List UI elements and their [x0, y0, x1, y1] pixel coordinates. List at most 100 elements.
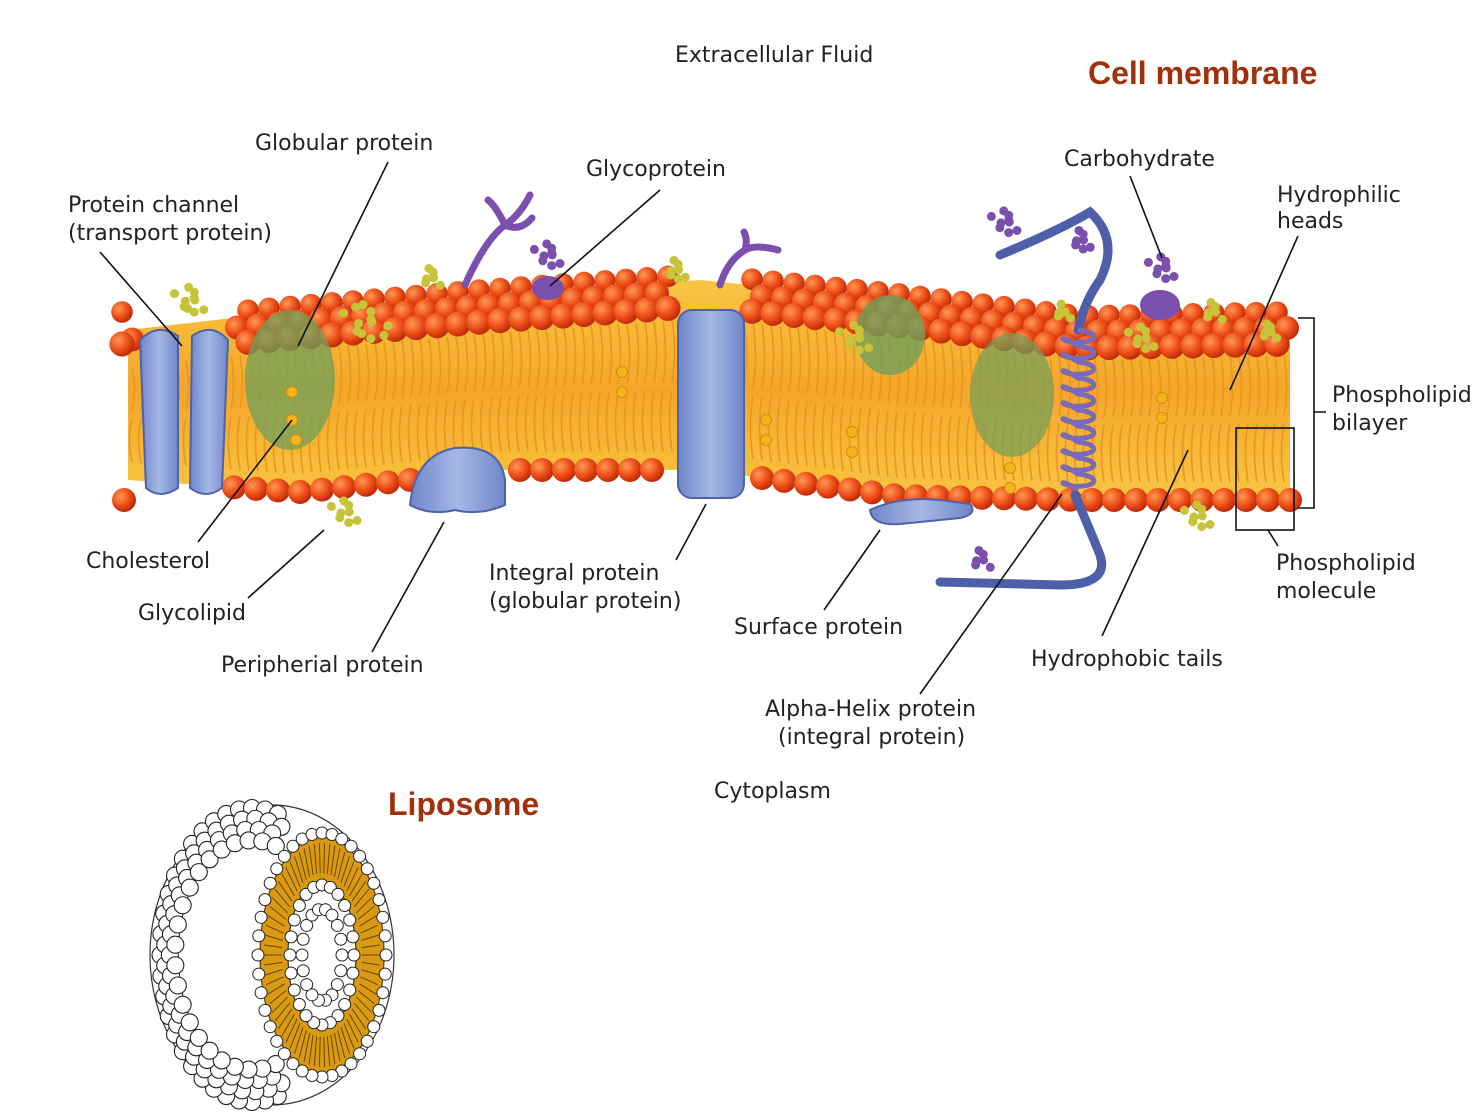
- liposome-rim-head: [253, 930, 265, 942]
- liposome-rim-head: [278, 850, 290, 862]
- alpha-helix-label-line2: (integral protein): [778, 725, 965, 750]
- phospholipid-head: [1014, 487, 1038, 511]
- phospholipid-head: [310, 478, 334, 502]
- liposome-inner-head: [288, 984, 300, 996]
- phospholipid-head: [508, 458, 532, 482]
- sugar-unit: [339, 309, 348, 318]
- sugar-unit: [352, 516, 361, 525]
- sugar-unit: [1149, 342, 1158, 351]
- liposome-inner-head: [344, 914, 356, 926]
- cholesterol-unit: [291, 435, 302, 446]
- phospholipid-head: [640, 458, 664, 482]
- sugar-unit: [1144, 258, 1153, 267]
- bilayer-bracket: [1298, 318, 1326, 508]
- phospholipid-head: [618, 458, 642, 482]
- cholesterol-unit: [847, 447, 858, 458]
- sugar-unit: [1057, 300, 1066, 309]
- extracellular-label: Extracellular Fluid: [675, 43, 873, 68]
- sugar-unit: [1055, 308, 1064, 317]
- cell-membrane-title: Cell membrane: [1088, 55, 1317, 91]
- liposome-rim-head: [287, 1058, 299, 1070]
- phospholipid-head: [1212, 488, 1236, 512]
- liposome-head: [167, 936, 184, 953]
- sugar-unit: [1197, 522, 1206, 531]
- sugar-unit: [530, 245, 539, 254]
- liposome-rim-head: [264, 1021, 276, 1033]
- phospholipid-head: [1124, 488, 1148, 512]
- sugar-unit: [366, 307, 375, 316]
- sugar-unit: [1133, 334, 1142, 343]
- sugar-unit: [846, 335, 855, 344]
- liposome-rim-head: [377, 911, 389, 923]
- peripherial-protein-label: Peripherial protein: [221, 653, 424, 678]
- sugar-unit: [379, 331, 388, 340]
- liposome-rim-head: [259, 894, 271, 906]
- liposome-rim-head: [368, 1021, 380, 1033]
- liposome-head: [174, 996, 191, 1013]
- phospholipid-head: [332, 475, 356, 499]
- sugar-unit: [344, 501, 353, 510]
- liposome-inner-head: [284, 949, 296, 961]
- phospholipid-head: [1234, 488, 1258, 512]
- sugar-unit: [1079, 245, 1088, 254]
- liposome-head: [181, 879, 198, 896]
- integral-protein-label-line2: (globular protein): [489, 589, 681, 614]
- sugar-unit: [547, 261, 556, 270]
- liposome-rim-head: [345, 840, 357, 852]
- phospholipid-head: [1146, 488, 1170, 512]
- globular-protein-label: Globular protein: [255, 131, 433, 156]
- liposome-rim-head: [368, 877, 380, 889]
- sugar-unit: [383, 321, 392, 330]
- sugar-unit: [1218, 315, 1227, 324]
- sugar-unit: [1211, 302, 1220, 311]
- phospholipid-molecule-label-line1: Phospholipid: [1276, 551, 1416, 576]
- cholesterol-unit: [761, 435, 772, 446]
- sugar-unit: [855, 331, 864, 340]
- phospholipid-head: [750, 466, 774, 490]
- phospholipid-head: [574, 458, 598, 482]
- liposome-head: [169, 977, 186, 994]
- liposome-rim-head: [373, 1004, 385, 1016]
- liposome-rim-head: [259, 1004, 271, 1016]
- sugar-unit: [996, 218, 1005, 227]
- phospholipid-head: [111, 301, 133, 323]
- liposome-head: [167, 957, 184, 974]
- sugar-unit: [1004, 216, 1013, 225]
- globular-protein-mid: [855, 295, 925, 375]
- phospholipid-head: [772, 469, 796, 493]
- liposome-inner-head: [339, 900, 351, 912]
- sugar-unit: [1161, 262, 1170, 271]
- cytoplasm-label: Cytoplasm: [714, 779, 831, 804]
- liposome-head: [181, 1014, 198, 1031]
- liposome-inner-head: [296, 949, 308, 961]
- sugar-unit: [436, 281, 445, 290]
- glycolipid-label: Glycolipid: [138, 601, 246, 626]
- surface-protein-label: Surface protein: [734, 615, 903, 640]
- sugar-unit: [555, 259, 564, 268]
- globular-protein-right: [970, 333, 1054, 457]
- sugar-unit: [183, 304, 192, 313]
- sugar-unit: [667, 266, 676, 275]
- liposome-inner-head: [288, 914, 300, 926]
- cholesterol-unit: [1005, 483, 1016, 494]
- hydrophilic-heads-label-line2: heads: [1277, 209, 1343, 234]
- sugar-unit: [422, 274, 431, 283]
- phospholipid-head: [860, 480, 884, 504]
- sugar-unit: [366, 334, 375, 343]
- sugar-unit: [1266, 323, 1275, 332]
- sugar-unit: [972, 556, 981, 565]
- sugar-unit: [1189, 512, 1198, 521]
- phospholipid-molecule-label-line2: molecule: [1276, 579, 1376, 604]
- sugar-unit: [429, 268, 438, 277]
- liposome-inner-head: [293, 998, 305, 1010]
- sugar-unit: [855, 346, 864, 355]
- sugar-unit: [344, 518, 353, 527]
- phospholipid-head: [244, 477, 268, 501]
- phospholipid-head: [1256, 488, 1280, 512]
- sugar-unit: [835, 327, 844, 336]
- sugar-unit: [199, 305, 208, 314]
- phospholipid-head: [376, 470, 400, 494]
- sugar-unit: [1072, 236, 1081, 245]
- phospholipid-bilayer-label-line2: bilayer: [1332, 411, 1408, 436]
- globular-protein-left: [245, 310, 335, 450]
